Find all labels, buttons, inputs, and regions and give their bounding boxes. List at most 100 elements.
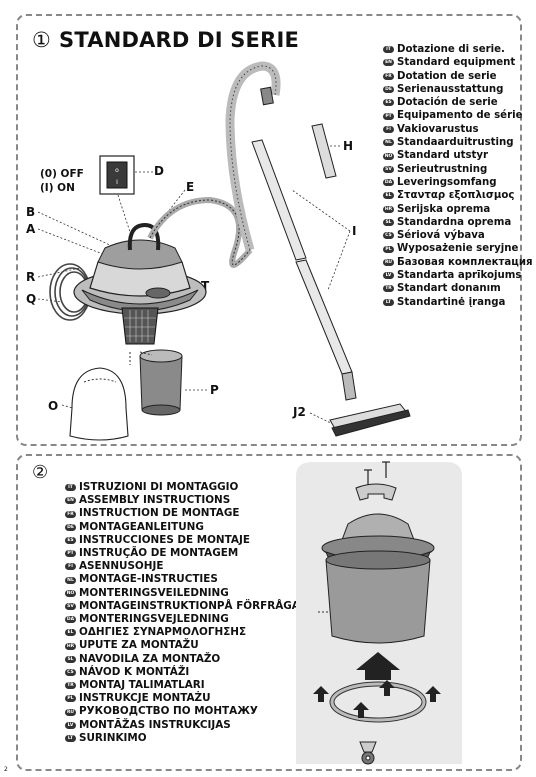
equipment-language-text: Leveringsomfang [397, 176, 497, 188]
label-e: E [186, 180, 195, 194]
language-code-badge: LT [383, 298, 394, 306]
language-code-badge: DA [65, 616, 76, 624]
cartridge-filter-icon [139, 349, 183, 416]
language-code-badge: FI [383, 125, 394, 133]
language-code-badge: SV [65, 602, 76, 610]
language-code-badge: TR [383, 285, 394, 293]
equipment-language-text: Standaarduitrusting [397, 137, 514, 149]
equipment-language-text: Базовая комплектация [397, 256, 533, 268]
equipment-language-text: Standard utstyr [397, 150, 489, 162]
language-code-badge: NL [383, 139, 394, 147]
language-code-badge: SL [65, 655, 76, 663]
language-code-badge: NO [383, 152, 394, 160]
svg-text:I: I [116, 179, 118, 186]
assembly-language-text: MONTĀŽAS INSTRUKCIJAS [79, 718, 231, 731]
label-p: P [210, 383, 219, 397]
switch-icon: o I [99, 155, 135, 195]
language-code-badge: CS [65, 668, 76, 676]
equipment-language-text: Standart donanım [397, 283, 501, 295]
equipment-language-text: Dotación de serie [397, 97, 498, 109]
assembly-language-text: MONTAGE-INSTRUCTIES [79, 573, 218, 586]
assembly-language-text: MONTERINGSVEJLEDNING [79, 613, 229, 626]
label-j2: J2 [293, 405, 306, 419]
language-code-badge: PL [383, 245, 394, 253]
crevice-tool-icon [311, 123, 337, 179]
language-code-badge: PL [65, 695, 76, 703]
assembly-language-text: ΟΔΗΓΙΕΣ ΣΥΝΑΡΜΟΛΟΓΗΣΗΣ [79, 626, 247, 639]
language-code-badge: EL [65, 629, 76, 637]
label-d: D [154, 164, 164, 178]
language-code-badge: NO [65, 589, 76, 597]
language-code-badge: ES [383, 99, 394, 107]
equipment-language-text: Equipamento de série [397, 110, 523, 122]
small-arrows-icon [313, 680, 441, 718]
screw-icon [364, 461, 390, 486]
language-code-badge: FI [65, 563, 76, 571]
equipment-language-text: Wyposażenie seryjne [397, 243, 519, 255]
equipment-language-text: Serieutrustning [397, 163, 488, 175]
language-code-badge: FR [65, 510, 76, 518]
assembly-language-text: NAVODILA ZA MONTAŽO [79, 652, 221, 665]
handle-icon [355, 483, 397, 501]
section1-number: ① [32, 28, 52, 52]
assembly-language-text: SURINKIMO [79, 731, 147, 744]
language-code-badge: LV [383, 272, 394, 280]
language-code-badge: FR [383, 72, 394, 80]
filter-bag-icon [69, 367, 129, 441]
language-code-badge: TR [65, 682, 76, 690]
label-q: Q [26, 292, 37, 306]
section2-number: ② [32, 462, 49, 483]
equipment-language-text: Standartinė įranga [397, 296, 506, 308]
assembly-language-text: РУКОВОДСТВО ПО МОНТАЖУ [79, 705, 258, 718]
svg-text:o: o [115, 167, 119, 174]
language-code-badge: SV [383, 165, 394, 173]
assembly-language-text: MONTERINGSVEILEDNING [79, 586, 229, 599]
assembly-language-text: MONTAGEANLEITUNG [79, 520, 204, 533]
equipment-language-text: Vakiovarustus [397, 123, 479, 135]
language-code-badge: DE [383, 86, 394, 94]
language-code-badge: SL [383, 219, 394, 226]
label-r: R [26, 270, 36, 284]
flexible-hose-icon [225, 61, 281, 252]
switch-on-label: (I) ON [40, 182, 75, 194]
language-code-badge: PT [383, 112, 394, 120]
language-code-badge: DA [383, 179, 394, 187]
assembly-language-text: ISTRUZIONI DI MONTAGGIO [79, 481, 239, 493]
dolly-base-icon [329, 681, 427, 723]
switch-off-label: (0) OFF [40, 168, 84, 180]
assembly-language-text: INSTRUÇÃO DE MONTAGEM [79, 547, 239, 560]
language-code-badge: ES [65, 536, 76, 544]
switch-legend: (0) OFF (I) ON [40, 167, 84, 195]
assembly-language-text: NÁVOD K MONTÁŽI [79, 665, 190, 678]
